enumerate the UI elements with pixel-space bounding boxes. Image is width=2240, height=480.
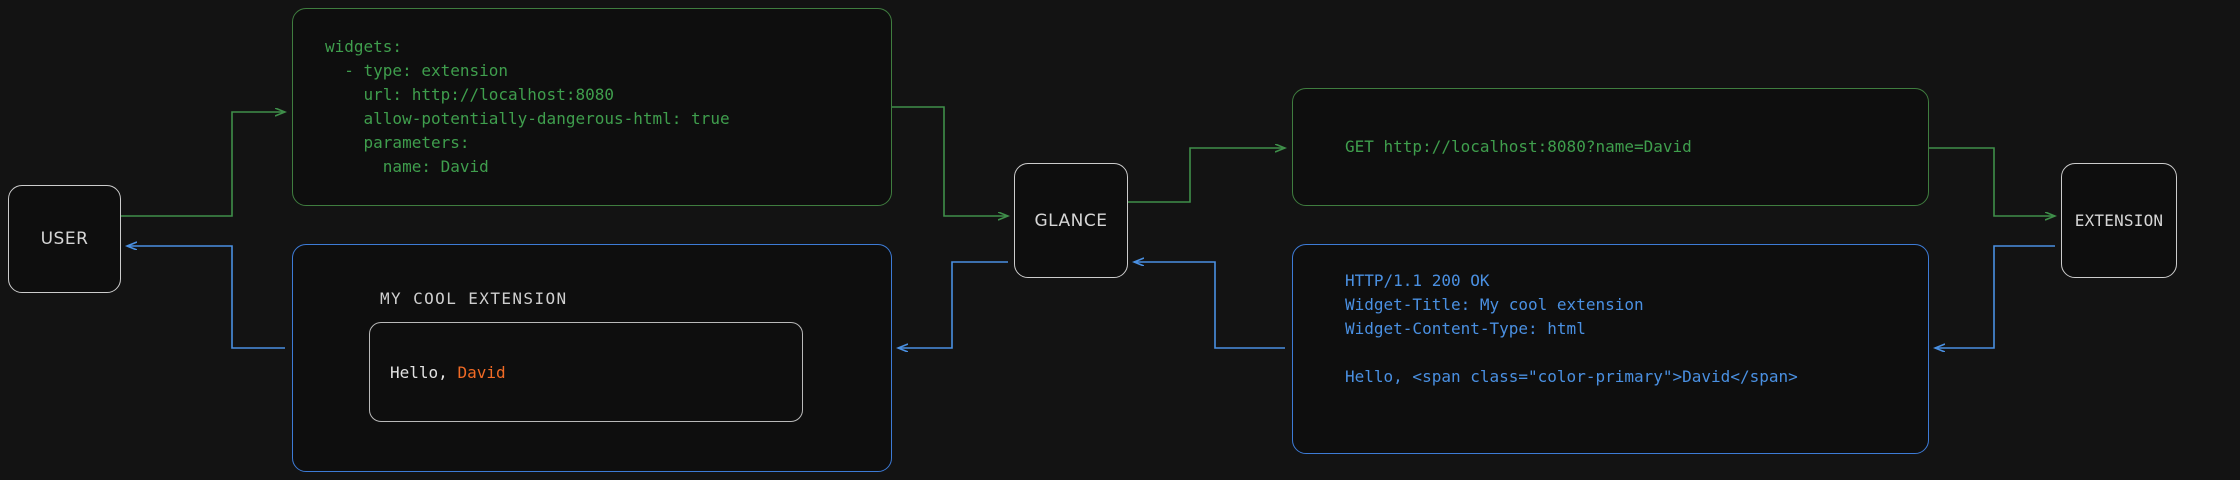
node-extension-label: EXTENSION (2074, 211, 2164, 230)
http-response-box: HTTP/1.1 200 OK Widget-Title: My cool ex… (1292, 244, 1929, 454)
yaml-config-box: widgets: - type: extension url: http://l… (292, 8, 892, 206)
http-request-text: GET http://localhost:8080?name=David (1345, 137, 1692, 156)
widget-preview-box: MY COOL EXTENSION Hello, David (292, 244, 892, 472)
widget-greeting-name: David (457, 362, 506, 382)
widget-greeting: Hello, David (390, 363, 506, 382)
node-user[interactable]: USER (8, 185, 121, 293)
node-extension[interactable]: EXTENSION (2061, 163, 2177, 278)
widget-preview-card: Hello, David (369, 322, 803, 422)
http-response-text: HTTP/1.1 200 OK Widget-Title: My cool ex… (1345, 271, 1798, 386)
widget-preview-title: MY COOL EXTENSION (380, 289, 568, 308)
widget-greeting-prefix: Hello, (390, 362, 458, 382)
node-user-label: USER (40, 229, 89, 249)
yaml-config-text: widgets: - type: extension url: http://l… (325, 37, 730, 176)
node-glance[interactable]: GLANCE (1014, 163, 1128, 278)
node-glance-label: GLANCE (1034, 210, 1108, 231)
http-request-box: GET http://localhost:8080?name=David (1292, 88, 1929, 206)
